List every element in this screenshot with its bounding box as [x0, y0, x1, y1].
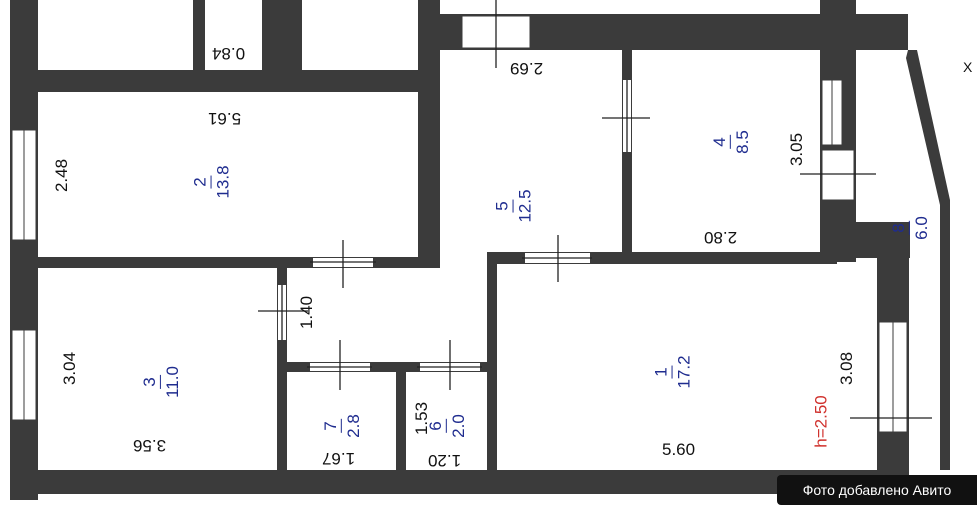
- dim-room2-width: 5.61: [208, 109, 242, 128]
- dim-corridor-height: 1.40: [297, 295, 317, 330]
- wall-small-rooms-top: [277, 362, 497, 372]
- room-number: 1: [651, 365, 673, 379]
- dim-room3-height: 3.04: [60, 351, 80, 386]
- room-area: 13.8: [213, 165, 233, 199]
- room-label-3: 3 11.0: [139, 366, 182, 398]
- wall-top-left-divider2: [262, 0, 302, 72]
- room-label-2: 2 13.8: [190, 165, 233, 199]
- wall-room7-room6: [396, 362, 406, 474]
- door-top: [205, 60, 262, 70]
- dim-room5-width: 2.69: [510, 59, 544, 78]
- window-room8-side: [821, 149, 855, 201]
- watermark-text: Фото добавлено Авито: [802, 482, 952, 498]
- dim-room1-width: 5.60: [662, 440, 696, 459]
- dim-room3-width: 3.56: [133, 436, 167, 455]
- room-area: 8.5: [732, 130, 752, 154]
- dim-room7-width: 1.67: [322, 449, 356, 468]
- wall-south: [10, 470, 880, 494]
- room-number: 8: [888, 221, 910, 235]
- room-number: 4: [709, 135, 731, 149]
- room-area: 2.8: [343, 414, 363, 438]
- room-label-8: 8 6.0: [888, 216, 931, 240]
- room-number: 5: [492, 199, 514, 213]
- wall-room2-east: [418, 80, 440, 268]
- room-area: 12.5: [515, 189, 535, 223]
- wall-bay: [906, 50, 950, 470]
- dim-top-narrow: 0.84: [212, 44, 246, 63]
- wall-room5-room4: [622, 48, 632, 262]
- room-area: 11.0: [162, 366, 182, 398]
- room-label-5: 5 12.5: [492, 189, 535, 223]
- dim-room4-height: 3.05: [787, 132, 807, 167]
- room-label-7: 7 2.8: [320, 414, 363, 438]
- wall-room8-bottom: [856, 222, 910, 258]
- wall-top-left-divider3: [418, 0, 440, 92]
- watermark-badge: Фото добавлено Авито: [777, 475, 977, 505]
- dim-room6-height: 1.53: [412, 401, 432, 436]
- room-number: 3: [139, 375, 161, 389]
- dim-room4-width: 2.80: [704, 228, 738, 247]
- room-label-1: 1 17.2: [651, 355, 694, 389]
- door-markers: [258, 0, 932, 419]
- room-area: 6.0: [911, 216, 931, 240]
- room-number: 2: [190, 175, 212, 189]
- wall-room2-bottom: [10, 257, 440, 268]
- ceiling-height: h=2.50: [811, 395, 831, 448]
- dim-room6-width: 1.20: [428, 451, 462, 470]
- wall-top-left-divider1: [193, 0, 205, 72]
- edge-mark: X: [963, 59, 973, 75]
- wall-room2-top: [10, 70, 440, 92]
- room-label-6: 6 2.0: [426, 414, 468, 438]
- dim-room1-height: 3.08: [837, 351, 857, 386]
- room-area: 17.2: [674, 355, 694, 389]
- room-area: 2.0: [448, 414, 468, 438]
- room-number: 7: [320, 419, 342, 433]
- room-label-4: 4 8.5: [709, 130, 752, 154]
- dim-room2-height: 2.48: [52, 158, 72, 193]
